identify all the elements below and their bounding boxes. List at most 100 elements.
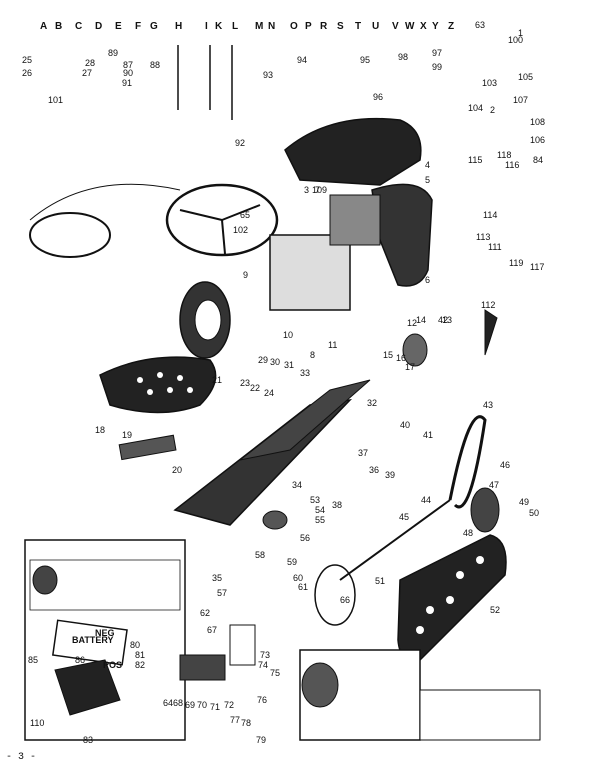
column-letter-x: X [420,21,427,32]
part-callout-115: 115 [468,155,483,165]
part-callout-22: 22 [250,383,261,393]
column-letter-w: W [405,21,415,32]
part-callout-38: 38 [332,500,343,510]
inset-label-neg: NEG [95,628,115,638]
part-callout-48: 48 [463,528,474,538]
column-letter-t: T [355,21,362,32]
part-callout-59: 59 [287,557,298,567]
part-callout-3: 3 [304,185,310,195]
part-callout-51: 51 [375,576,386,586]
part-callout-91: 91 [122,78,133,88]
part-callout-57: 57 [217,588,228,598]
part-callout-95: 95 [360,55,371,65]
part-callout-42: 42 [438,315,449,325]
column-letter-b: B [55,21,63,32]
column-letter-d: D [95,21,103,32]
part-callout-36: 36 [369,465,380,475]
column-letter-n: N [268,21,276,32]
part-callout-74: 74 [258,660,269,670]
part-callout-70: 70 [197,700,208,710]
column-letter-g: G [150,21,158,32]
part-callout-78: 78 [241,718,252,728]
part-callout-5: 5 [425,175,431,185]
part-callout-94: 94 [297,55,308,65]
part-callout-117: 117 [530,262,545,272]
battery-inset-box [24,539,186,741]
part-callout-1: 1 [518,28,524,38]
part-callout-56: 56 [300,533,311,543]
column-letter-f: F [135,21,142,32]
engine [269,234,351,311]
part-callout-66: 66 [340,595,351,605]
part-callout-58: 58 [255,550,266,560]
belt-loop [314,564,356,626]
part-callout-75: 75 [270,668,281,678]
part-callout-54: 54 [315,505,326,515]
part-callout-76: 76 [257,695,268,705]
column-letter-a: A [40,21,48,32]
part-callout-45: 45 [399,512,410,522]
part-callout-30: 30 [270,357,281,367]
part-callout-41: 41 [423,430,434,440]
exhaust [484,309,498,356]
part-callout-6: 6 [425,275,431,285]
part-callout-118: 118 [497,150,512,160]
part-callout-13: 13 [442,315,453,325]
part-callout-88: 88 [150,60,161,70]
grille [371,183,433,287]
part-callout-84: 84 [533,155,544,165]
seat [99,356,217,414]
pedal [118,434,177,461]
part-callout-110: 110 [30,718,45,728]
part-callout-71: 71 [210,702,221,712]
part-callout-2: 2 [490,105,496,115]
part-callout-44: 44 [421,495,432,505]
part-callout-98: 98 [398,52,409,62]
part-callout-69: 69 [185,700,196,710]
part-callout-114: 114 [483,210,498,220]
part-callout-4: 4 [425,160,431,170]
part-callout-7: 7 [315,185,321,195]
part-callout-65: 65 [240,210,251,220]
part-callout-96: 96 [373,92,384,102]
part-callout-27: 27 [82,68,93,78]
part-callout-18: 18 [95,425,106,435]
part-callout-60: 60 [293,573,304,583]
column-letter-y: Y [432,21,439,32]
column-letter-z: Z [448,21,455,32]
part-callout-29: 29 [258,355,269,365]
part-callout-49: 49 [519,497,530,507]
part-callout-25: 25 [22,55,33,65]
part-callout-62: 62 [200,608,211,618]
column-letter-k: K [215,21,223,32]
part-callout-9: 9 [243,270,249,280]
part-callout-28: 28 [85,58,96,68]
part-callout-93: 93 [263,70,274,80]
part-callout-99: 99 [432,62,443,72]
steering-wheel [165,183,279,257]
part-callout-32: 32 [367,398,378,408]
part-callout-61: 61 [298,582,309,592]
part-callout-85: 85 [28,655,39,665]
part-callout-35: 35 [212,573,223,583]
part-callout-64: 64 [163,698,174,708]
part-callout-26: 26 [22,68,33,78]
part-callout-12: 12 [407,318,418,328]
column-letter-o: O [290,21,298,32]
inset-label-battery: BATTERY [72,635,114,645]
part-callout-11: 11 [328,340,338,350]
part-callout-119: 119 [509,258,524,268]
part-callout-40: 40 [400,420,411,430]
bracket [229,624,256,666]
part-callout-34: 34 [292,480,303,490]
lift-rod [339,499,451,581]
part-callout-50: 50 [529,508,540,518]
part-callout-97: 97 [432,48,443,58]
part-callout-104: 104 [468,103,484,113]
column-letter-i: I [205,21,208,32]
part-callout-112: 112 [481,300,496,310]
part-callout-89: 89 [108,48,119,58]
part-callout-37: 37 [358,448,369,458]
column-letter-p: P [305,21,312,32]
